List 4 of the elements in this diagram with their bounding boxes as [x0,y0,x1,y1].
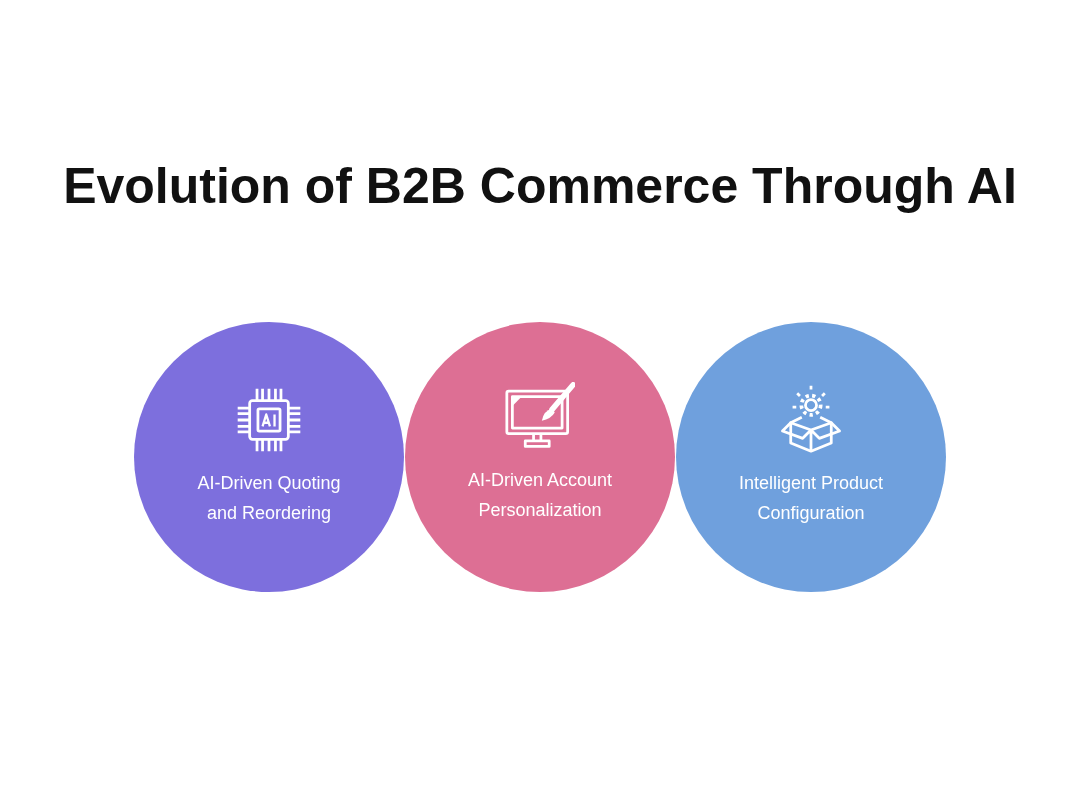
circle-label: AI-Driven Quoting and Reordering [196,472,342,525]
title: Evolution of B2B Commerce Through AI [62,157,1018,216]
circle-label: AI-Driven Account Personalization [466,469,614,522]
circle-label: Intelligent Product Configuration [737,472,885,525]
